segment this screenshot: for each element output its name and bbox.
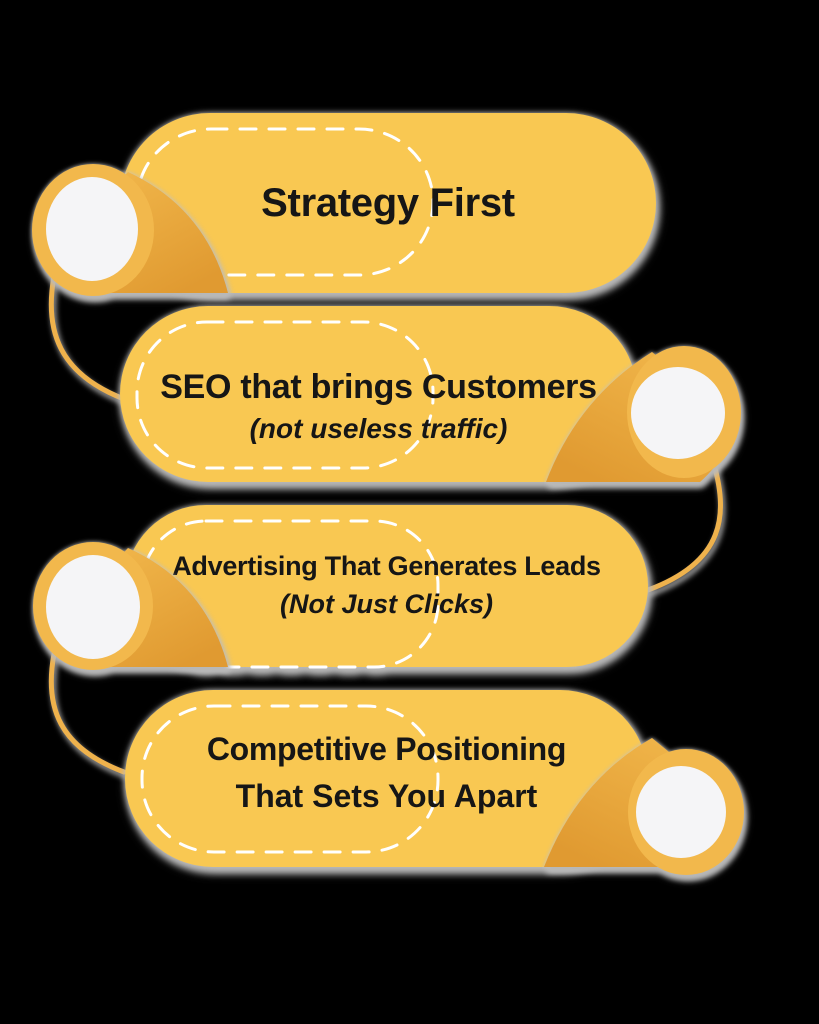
connector-curve-2 [645, 455, 723, 593]
step-subtitle-2: (not useless traffic) [249, 412, 508, 444]
dashed-border-4 [140, 704, 440, 854]
step-pill-3: Advertising That Generates Leads (Not Ju… [125, 505, 648, 669]
step-title-2: SEO that brings Customers [160, 367, 597, 406]
step-subtitle-4: That Sets You Apart [235, 777, 538, 814]
connector-curve-3 [48, 651, 127, 775]
node-ring-2 [627, 346, 741, 478]
step-subtitle-3: (Not Just Clicks) [279, 589, 494, 620]
step-title-3: Advertising That Generates Leads [172, 550, 601, 581]
step-pill-1: Strategy First [120, 113, 656, 293]
dashed-border-2 [135, 320, 435, 470]
step-title-1: Strategy First [261, 181, 515, 225]
step-pill-4: Competitive Positioning That Sets You Ap… [125, 690, 648, 867]
connector-curve-1 [48, 273, 127, 402]
node-circle-4 [636, 766, 726, 858]
step-pill-2: SEO that brings Customers (not useless t… [120, 306, 637, 482]
dashed-border-3 [140, 519, 440, 669]
step-title-4: Competitive Positioning [206, 730, 567, 767]
node-circle-2 [631, 367, 725, 459]
